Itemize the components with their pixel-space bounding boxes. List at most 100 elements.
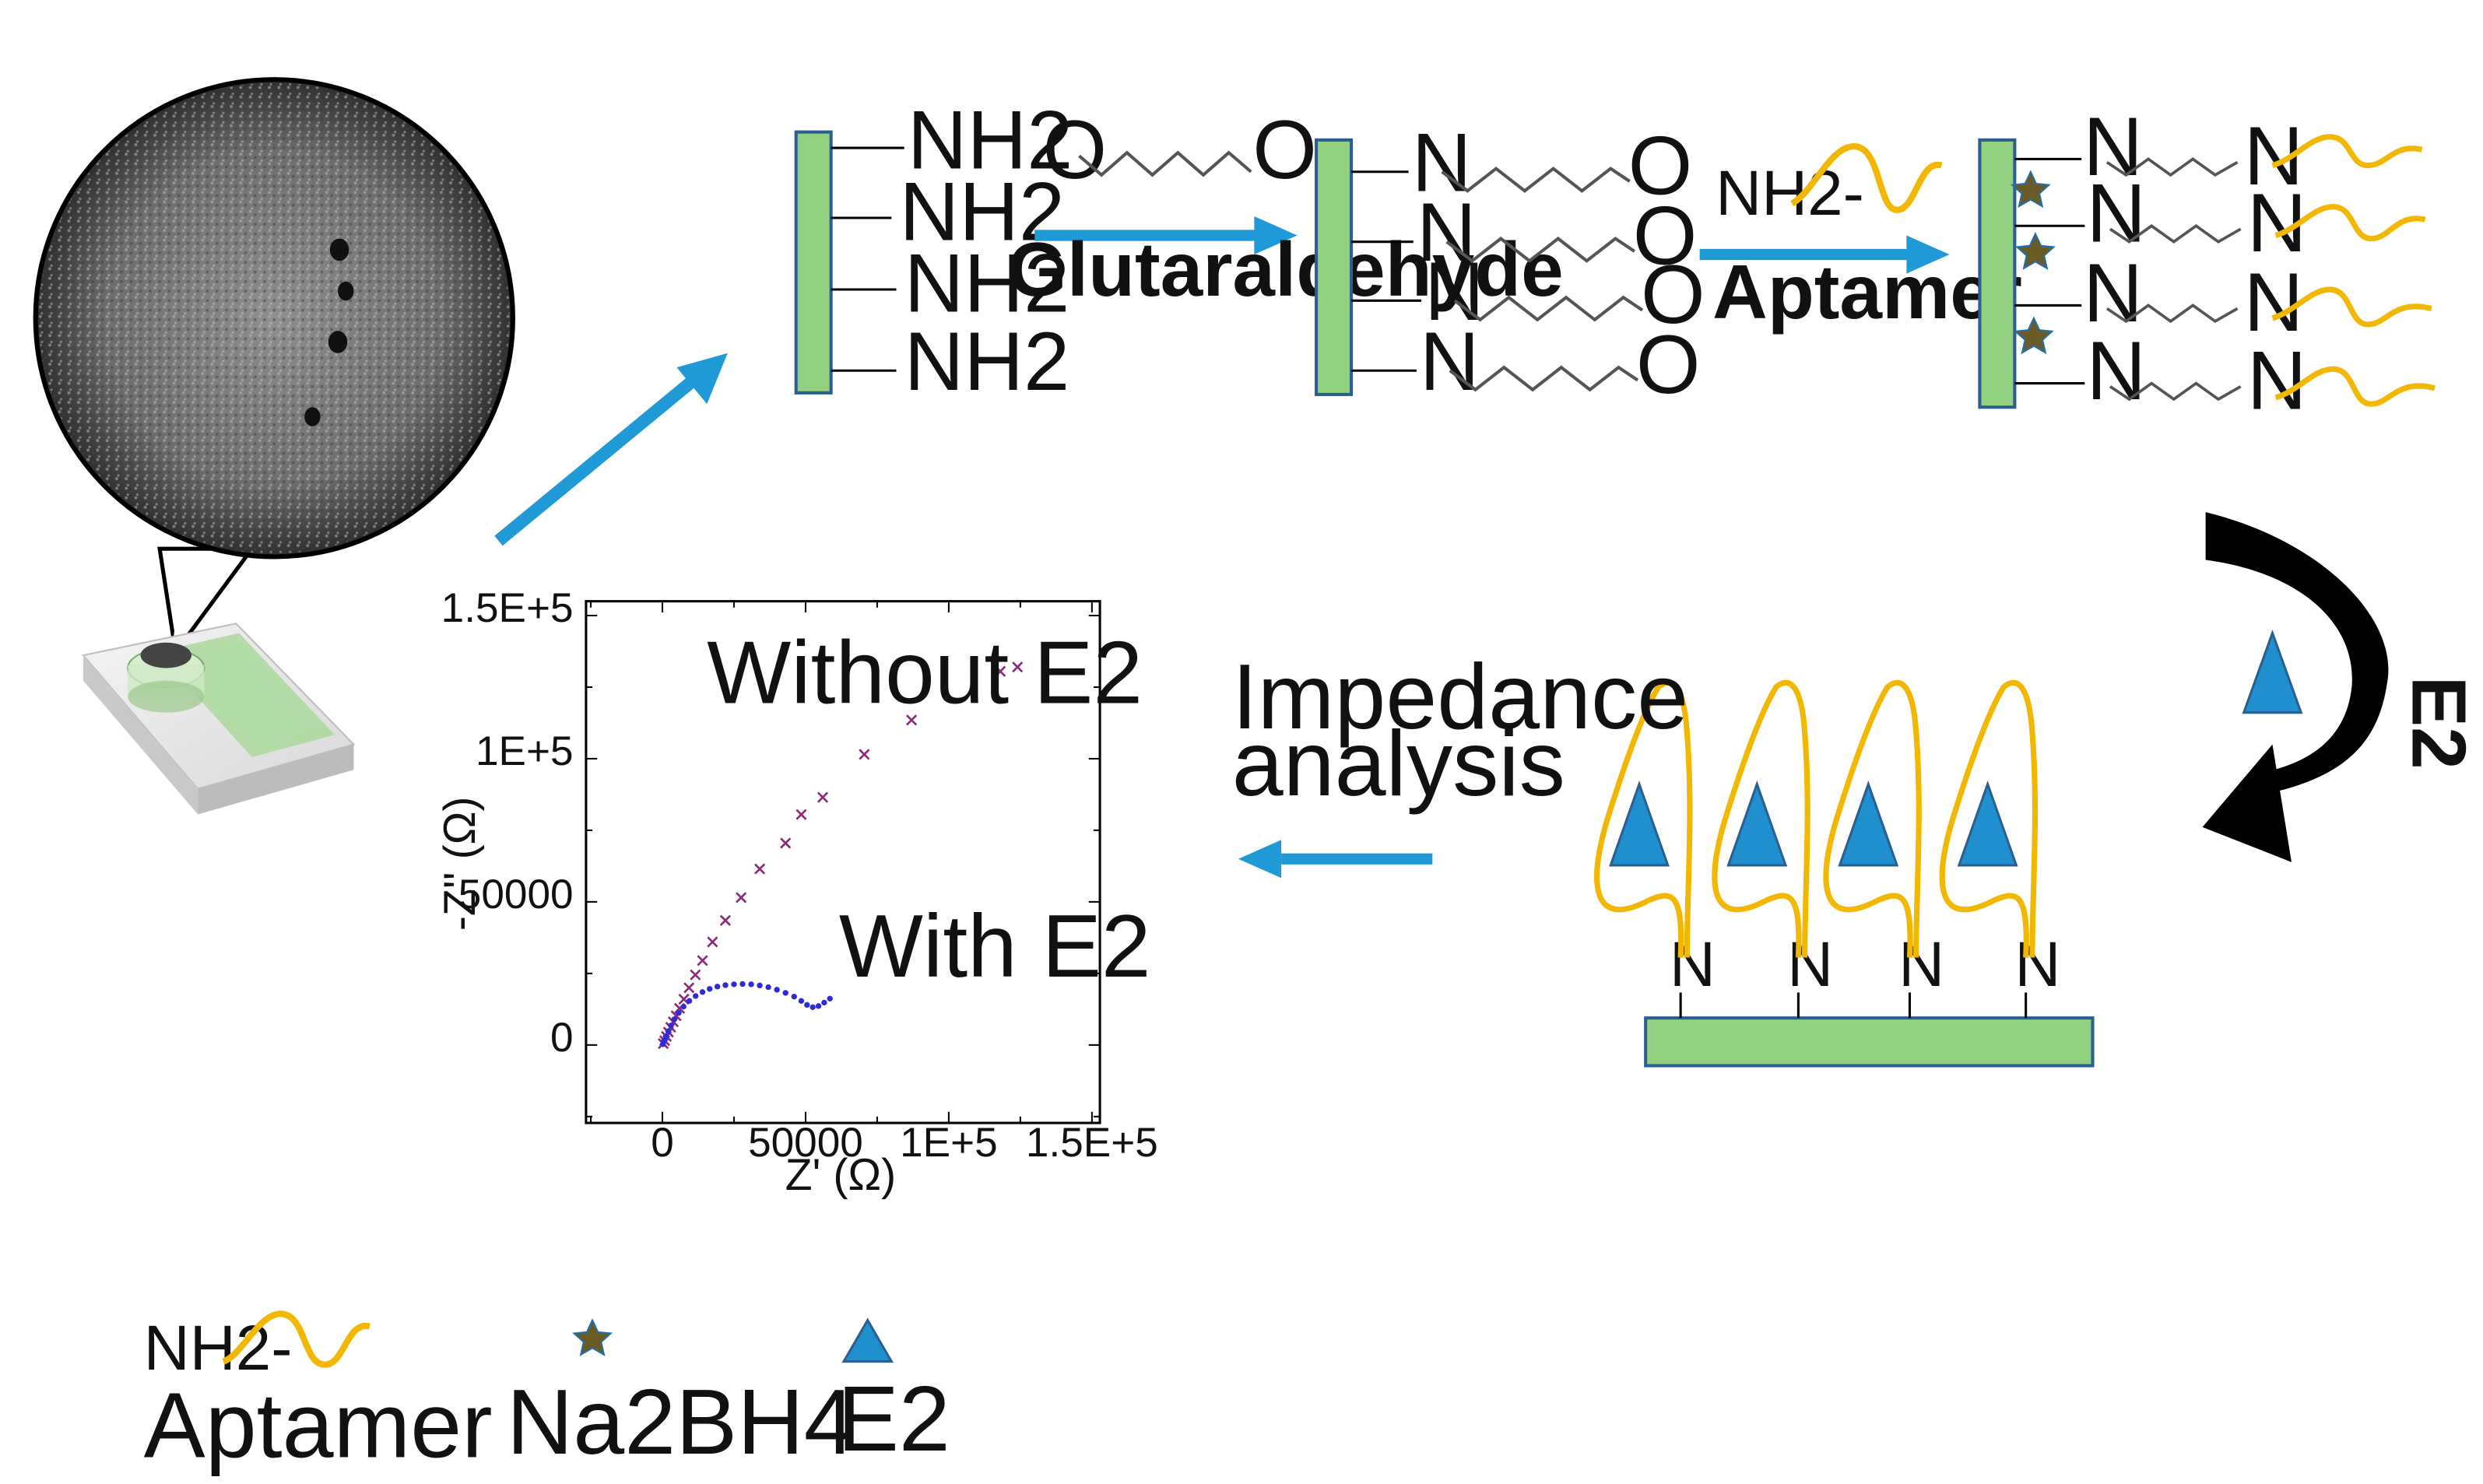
imine-n-b4: N	[2247, 334, 2307, 426]
data-point-with-e2	[680, 1003, 687, 1010]
data-point-without-e2	[780, 837, 792, 849]
x-tick-1-5e5: 1.5E+5	[1026, 1120, 1158, 1166]
data-point-with-e2	[791, 994, 797, 1000]
legend-aptamer-prefix: NH2-	[144, 1313, 293, 1384]
aptamer-amine-label: NH2-	[1716, 158, 1864, 229]
data-point-with-e2	[739, 981, 746, 988]
x-tick-50000: 50000	[748, 1120, 863, 1166]
data-point-without-e2	[906, 714, 918, 726]
arrow-chip-to-electrode	[494, 353, 728, 546]
impedance-label-line2: analysis	[1232, 713, 1565, 816]
impedance-label-line1: Impedance	[1232, 646, 1688, 749]
data-point-with-e2	[815, 1003, 822, 1009]
x-tick-0: 0	[651, 1120, 674, 1166]
data-point-without-e2	[736, 892, 747, 903]
data-point-with-e2	[757, 982, 763, 989]
sem-callout	[33, 77, 515, 658]
data-point-without-e2	[817, 791, 829, 803]
plot-marks	[658, 661, 1024, 1050]
carbonyl-o-2: O	[1633, 189, 1698, 282]
data-point-without-e2	[690, 969, 701, 981]
aptamer-chain-2: N N	[2014, 167, 2426, 269]
amine-label-2: NH2	[900, 166, 1066, 258]
legend: NH2- Aptamer Na2BH4 E2	[144, 1310, 950, 1477]
aldehyde-chain-2: N O	[1351, 186, 1697, 282]
data-point-without-e2	[697, 955, 708, 967]
reducer-stars	[2010, 170, 2056, 355]
sensor-chip	[82, 623, 356, 815]
data-point-with-e2	[699, 989, 706, 995]
imine-n-a4: N	[2086, 325, 2146, 417]
plot-ticks	[585, 601, 1101, 1124]
aldehyde-chain-3: N O	[1351, 245, 1705, 341]
star-icon	[2013, 316, 2054, 355]
x-tick-1e5: 1E+5	[900, 1120, 998, 1166]
amine-label-1: NH2	[908, 94, 1073, 187]
triangle-icon	[1609, 781, 1670, 867]
data-point-without-e2	[859, 749, 870, 760]
imine-n-b3: N	[2244, 256, 2304, 349]
aptamer-chain-1: N N	[2014, 100, 2423, 202]
imine-n-h4: N	[2014, 929, 2060, 1000]
data-point-with-e2	[765, 984, 771, 991]
y-tick-1-5e5: 1.5E+5	[441, 585, 574, 631]
data-point-with-e2	[774, 987, 780, 993]
hairpin-3: N	[1823, 679, 1944, 1019]
carbonyl-o-1: O	[1628, 119, 1693, 212]
series-label-with-e2: With E2	[839, 896, 1151, 996]
data-point-with-e2	[676, 1009, 682, 1016]
nyquist-plot: 0 50000 1E+5 1.5E+5 0 50000 1E+5 1.5E+5 …	[435, 585, 1158, 1200]
data-point-with-e2	[686, 998, 693, 1004]
hairpin-4: N	[1939, 679, 2060, 1019]
imine-n-4: N	[1420, 315, 1480, 408]
glutaraldehyde-molecule: O O	[1043, 103, 1317, 196]
legend-reducer: Na2BH4	[507, 1318, 855, 1474]
electrode-aptamer: N N N N N N N N	[1978, 100, 2436, 426]
data-point-with-e2	[714, 984, 721, 990]
y-tick-0: 0	[550, 1015, 574, 1061]
y-tick-50000: 50000	[458, 872, 574, 917]
sem-particles	[304, 238, 354, 426]
star-icon	[2010, 170, 2051, 209]
arrow-impedance	[1238, 840, 1433, 879]
data-point-without-e2	[707, 936, 718, 948]
legend-target: E2	[838, 1317, 950, 1471]
imine-n-a2: N	[2086, 167, 2146, 260]
y-axis-title: -Z'' (Ω)	[435, 797, 485, 931]
data-point-with-e2	[662, 1033, 669, 1040]
imine-n-a3: N	[2083, 247, 2143, 339]
y-tick-1e5: 1E+5	[476, 728, 574, 774]
electrode-aldehyde: N O N O N O N O	[1315, 116, 1705, 411]
carbonyl-o-3: O	[1641, 248, 1705, 341]
data-point-with-e2	[748, 981, 754, 988]
amine-label-4: NH2	[904, 315, 1070, 408]
data-point-with-e2	[693, 993, 699, 999]
triangle-icon	[2242, 629, 2303, 714]
aptamer-strand-icon	[222, 1310, 371, 1368]
legend-reducer-label: Na2BH4	[507, 1371, 855, 1474]
aptamer-chain-3: N N	[2014, 247, 2432, 349]
hairpin-2: N	[1712, 679, 1833, 1019]
data-point-with-e2	[821, 999, 827, 1006]
imine-n-h1: N	[1670, 929, 1716, 1000]
data-point-with-e2	[782, 990, 788, 996]
arrow-aptamer	[1699, 235, 1950, 274]
imine-n-h3: N	[1898, 929, 1944, 1000]
electrode-amine: NH2 NH2 NH2 NH2	[794, 94, 1073, 408]
data-point-without-e2	[795, 809, 807, 820]
amine-label-3: NH2	[904, 237, 1070, 330]
data-point-with-e2	[665, 1028, 672, 1034]
electrode-e2-bound: N N N N	[1594, 679, 2095, 1068]
carbonyl-o-4: O	[1636, 318, 1701, 411]
glutaraldehyde-label: Glutaraldehyde	[1008, 226, 1564, 312]
data-point-without-e2	[683, 982, 695, 994]
imine-n-h2: N	[1787, 929, 1833, 1000]
aptamer-reagent: NH2-	[1716, 142, 1943, 229]
data-point-with-e2	[731, 981, 737, 988]
data-point-with-e2	[668, 1023, 674, 1029]
series-label-without-e2: Without E2	[707, 623, 1143, 722]
data-point-without-e2	[754, 863, 766, 875]
star-icon	[2015, 232, 2056, 270]
triangle-icon	[1838, 781, 1899, 867]
legend-aptamer: NH2- Aptamer	[144, 1310, 493, 1477]
